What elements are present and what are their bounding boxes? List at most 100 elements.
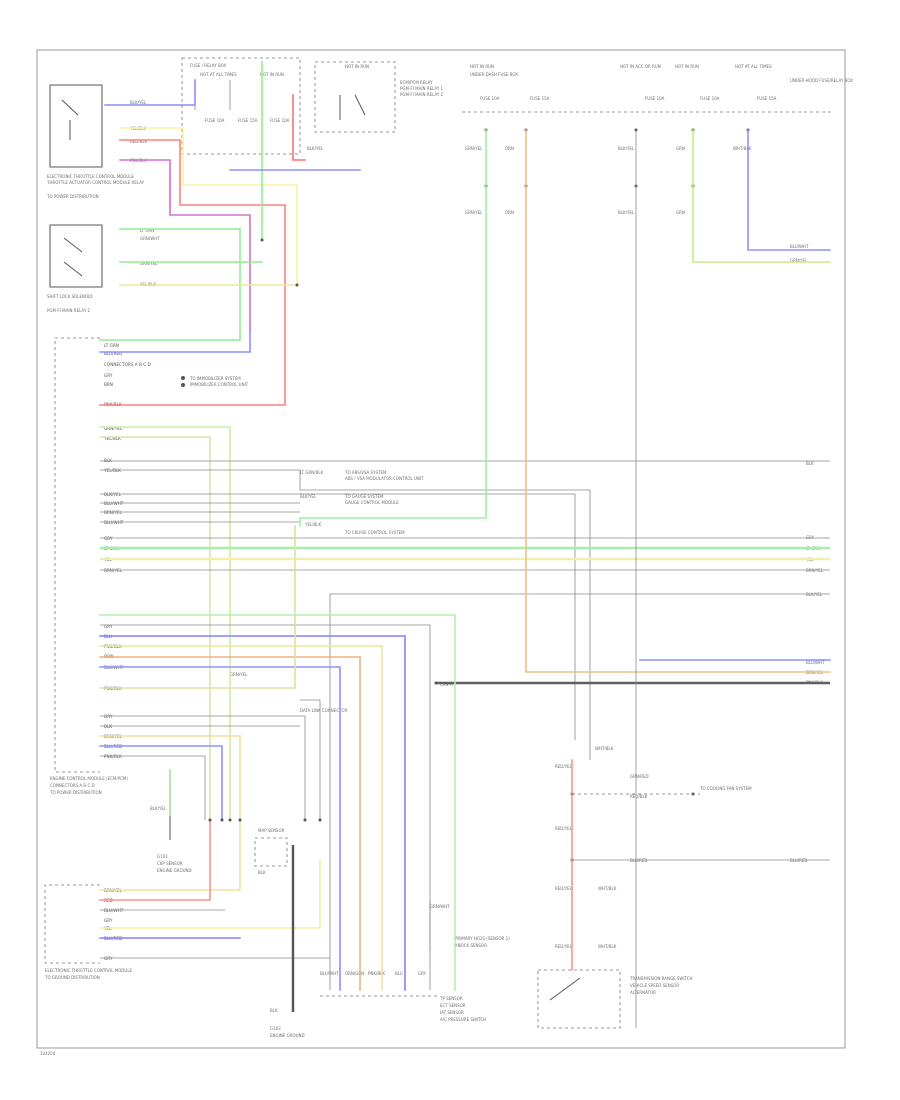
ecm-outline xyxy=(54,337,100,773)
wire-low-green xyxy=(99,614,456,991)
top-hot-label: HOT AT ALL TIMES xyxy=(200,72,237,77)
conn-bot-1 xyxy=(208,818,212,822)
footer-code: 104204 xyxy=(40,1051,56,1056)
wire-right-blue xyxy=(747,129,831,251)
wire-top-blue xyxy=(104,79,196,106)
conn-bot-5 xyxy=(303,818,307,822)
wire-r9: GRN xyxy=(676,210,685,215)
note-gauge-sub: GAUGE CONTROL MODULE xyxy=(345,500,399,505)
lower-left-outline xyxy=(44,884,100,964)
ll-pin-3: BLU/WHT xyxy=(104,908,124,913)
relay-wire-label: BLK/YEL xyxy=(307,146,324,151)
wire-r7: ORN xyxy=(505,210,514,215)
sensor-b-box xyxy=(254,837,288,867)
fuse-r4: FUSE 10A xyxy=(700,96,720,101)
ecm-pin-26: BLK xyxy=(104,724,112,729)
ecm-pin-3: GRY xyxy=(104,373,113,378)
wire-orange-vert xyxy=(525,129,831,673)
lr-wire-10: WHT/BLK xyxy=(598,944,617,949)
right-edge-labels: BLK GRY LT GRN YEL BRN/YEL BLK/YEL BLU/W… xyxy=(790,461,825,863)
conn-bot-3 xyxy=(228,818,232,822)
wire-sw2-blue xyxy=(99,329,251,353)
ecm-pin-12: BRN/YEL xyxy=(104,510,123,515)
ecm-pin-8: BLK xyxy=(104,458,112,463)
fuse-r1: FUSE 10A xyxy=(480,96,500,101)
lr-wire-7: RED/YEL xyxy=(555,886,573,891)
switch-block-2: SHIFT LOCK SOLENOID PGM-FI MAIN RELAY 2 … xyxy=(47,224,160,313)
wire-red-top xyxy=(292,94,306,161)
bottom-conn-2: ORN/GRN xyxy=(345,971,364,976)
ecm-sub2: TO POWER DISTRIBUTION xyxy=(49,790,102,795)
ground-b-wire: BLK xyxy=(270,1008,278,1013)
middle-annotations: TO IMMOBILIZER SYSTEM IMMOBILIZER CONTRO… xyxy=(189,376,453,713)
splice-immob-2 xyxy=(181,383,185,387)
note-middle-wire: GRN/YEL xyxy=(230,672,248,677)
sensor-c-label: PRIMARY HO2S (SENSOR 1) xyxy=(455,936,510,941)
wire-r6: GRN/YEL xyxy=(465,210,483,215)
edge-2: GRY xyxy=(806,535,815,540)
top-fuse-box-section: FUSE / RELAY BOX HOT AT ALL TIMES HOT IN… xyxy=(181,57,301,155)
wire-r1: GRN/YEL xyxy=(465,146,483,151)
wire-dlc xyxy=(300,699,321,820)
sw1-wire-3: RED/BLK xyxy=(130,139,148,144)
ecm-pin-1: LT GRN xyxy=(104,343,119,348)
wire-low-gray xyxy=(100,624,431,990)
switch-block-1-box xyxy=(49,84,103,168)
lr-wire-9: RED/YEL xyxy=(555,944,573,949)
wire-ll-yel2 xyxy=(99,859,321,929)
wire-r5: WHT/BLK xyxy=(733,146,752,151)
switch-2-blade xyxy=(63,237,83,253)
lr-wire-6: BLU/RED xyxy=(630,858,647,863)
bottom-conn-3: PNK/BLK xyxy=(368,971,385,976)
sensor-d-sub2: IAT SENSOR xyxy=(440,1010,464,1015)
wire-low-yelgrn xyxy=(99,525,296,689)
ecm-pin-6: GRN/YEL xyxy=(104,426,123,431)
wire-low2-yel xyxy=(99,735,241,821)
ecm-pin-17: BRN/YEL xyxy=(104,568,123,573)
wire-r4: GRN xyxy=(676,146,685,151)
edge-5: BRN/YEL xyxy=(806,568,824,573)
ecm-pin-13: BLU/WHT xyxy=(104,520,124,525)
ground-b-label: G102 xyxy=(270,1026,281,1031)
ecm-pin-9: YEL/BLK xyxy=(103,468,121,473)
note-dlc: DATA LINK CONNECTOR xyxy=(300,708,348,713)
top-fuse-box-label: FUSE / RELAY BOX xyxy=(190,63,227,68)
switch-1-label: ELECTRONIC THROTTLE CONTROL MODULE xyxy=(47,174,135,179)
fuse-r3: FUSE 10A xyxy=(645,96,665,101)
bottom-conn-4: BLU xyxy=(395,971,403,976)
ecm-pin-14: GRY xyxy=(104,536,113,541)
fuse-c-label: FUSE 10A xyxy=(270,118,290,123)
ecm-relay-label: ECM/PCM RELAY xyxy=(400,80,433,85)
sensor-d-sub: ECT SENSOR xyxy=(440,1003,466,1008)
switch-1-sub: THROTTLE ACTUATOR CONTROL MODULE RELAY xyxy=(46,180,145,185)
sw2-wire-3: GRN/YEL xyxy=(140,261,158,266)
diagram-frame xyxy=(36,49,846,1049)
top-right-fuse-row: HOT IN RUN UNDER-DASH FUSE BOX HOT IN AC… xyxy=(462,64,853,263)
lr-wire-1: RED/YEL xyxy=(555,764,573,769)
ecm-pin-7: YEL/BLK xyxy=(103,436,121,441)
wire-low2-gray xyxy=(100,715,306,820)
right-fuse-1-label: HOT IN RUN xyxy=(470,64,494,69)
sensor-a-wire: BLK/YEL xyxy=(150,806,167,811)
relay-switch-line xyxy=(354,94,366,116)
wire-low-yellow xyxy=(99,645,383,991)
wire-low-orange xyxy=(99,656,361,991)
right-out-2: GRN/YEL xyxy=(790,258,808,263)
ecm-pin-4: BRN xyxy=(104,382,113,387)
sw2-wire-2: GRN/WHT xyxy=(140,236,160,241)
pgm-fi2-label: PGM-FI MAIN RELAY 2 xyxy=(400,92,444,97)
sensor-c-sub: KNOCK SENSOR xyxy=(455,943,487,948)
right-fuse-1-sub: UNDER-DASH FUSE BOX xyxy=(470,72,518,77)
splice-sw2-2 xyxy=(260,238,264,242)
ecm-pin-19: GRY xyxy=(104,624,113,629)
sensor-d-label: TP SENSOR xyxy=(439,996,463,1001)
note-gauge-wire: BLK/YEL xyxy=(300,494,317,499)
ecm-pin-29: PNK/BLK xyxy=(104,754,122,759)
ecm-sub: CONNECTORS A B C D xyxy=(50,783,95,788)
ecm-block: ENGINE CONTROL MODULE (ECM/PCM) CONNECTO… xyxy=(49,337,151,795)
wire-ecm-grnyel xyxy=(99,426,231,821)
switch-2-sub: PGM-FI MAIN RELAY 2 xyxy=(47,308,91,313)
wire-right-green xyxy=(692,129,831,263)
top-fuse-box xyxy=(181,57,301,155)
